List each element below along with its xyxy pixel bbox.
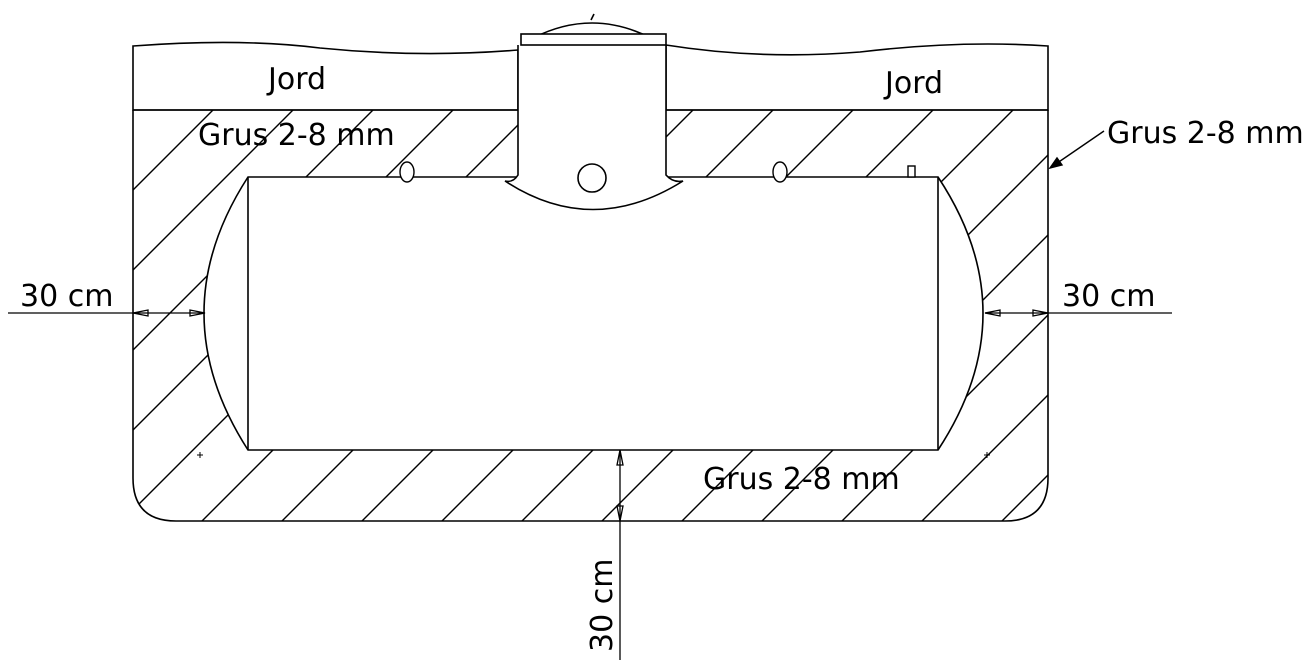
dimension-left-label: 30 cm — [20, 279, 113, 314]
gravel-callout-arrow — [1048, 130, 1105, 170]
dimension-right — [984, 309, 1172, 317]
lifting-lugs — [399, 161, 916, 183]
tank — [203, 176, 984, 451]
soil-label-left: Jord — [266, 62, 326, 97]
reference-marks — [197, 452, 990, 458]
dimension-bottom — [616, 449, 624, 660]
manhole — [504, 13, 684, 211]
dimension-bottom-label: 30 cm — [585, 559, 620, 652]
dimension-left — [8, 309, 206, 317]
gravel-callout-label: Grus 2-8 mm — [1107, 116, 1303, 151]
dimension-right-label: 30 cm — [1062, 279, 1155, 314]
soil-label-right: Jord — [883, 66, 943, 101]
gravel-label-bottom: Grus 2-8 mm — [703, 462, 900, 497]
gravel-label-top: Grus 2-8 mm — [198, 118, 395, 153]
